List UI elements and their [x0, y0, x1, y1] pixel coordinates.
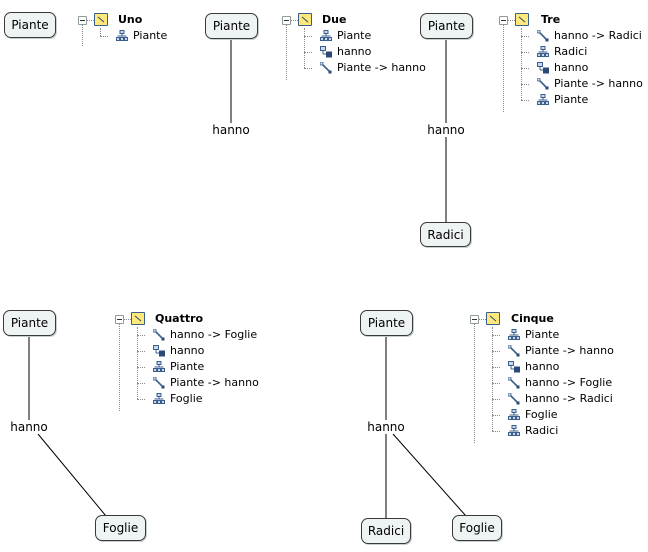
outline-item[interactable]: hanno	[525, 360, 560, 373]
outline-item[interactable]: Piante -> hanno	[337, 61, 426, 74]
outline-title[interactable]: Due	[322, 13, 347, 26]
concept-icon	[320, 30, 332, 41]
concept-icon	[116, 30, 128, 41]
outline-title[interactable]: Cinque	[511, 312, 554, 325]
concept-map-icon	[94, 13, 108, 26]
concept-node-radici[interactable]: Radici	[361, 518, 411, 544]
concept-map-icon	[131, 312, 145, 325]
outline-item[interactable]: hanno	[170, 344, 205, 357]
connection-icon	[537, 78, 549, 90]
linking-phrase-hanno[interactable]: hanno	[426, 123, 466, 137]
concept-map-icon	[515, 13, 529, 26]
outline-tree-quattro: Quattro hanno -> Foglie hanno Piante Pia…	[115, 311, 265, 411]
outline-tree-cinque: Cinque Piante Piante -> hanno hanno hann…	[470, 311, 630, 443]
concept-icon	[153, 361, 165, 372]
outline-item[interactable]: hanno -> Radici	[554, 29, 642, 42]
concept-node-piante[interactable]: Piante	[4, 12, 56, 38]
collapse-toggle-icon[interactable]	[282, 16, 291, 25]
outline-title[interactable]: Quattro	[155, 312, 204, 325]
concept-node-piante[interactable]: Piante	[3, 310, 56, 336]
linking-phrase-icon	[537, 62, 549, 74]
outline-item[interactable]: hanno	[554, 61, 589, 74]
concept-map-icon	[298, 13, 312, 26]
linking-phrase-hanno[interactable]: hanno	[366, 420, 406, 434]
outline-item[interactable]: Foglie	[525, 408, 558, 421]
concept-node-piante[interactable]: Piante	[360, 310, 413, 336]
outline-item[interactable]: hanno -> Foglie	[170, 328, 258, 341]
concept-icon	[537, 94, 549, 105]
concept-map-icon	[486, 312, 500, 325]
linking-phrase-icon	[320, 46, 332, 58]
collapse-toggle-icon[interactable]	[78, 16, 87, 25]
collapse-toggle-icon[interactable]	[115, 315, 124, 324]
concept-icon	[508, 425, 520, 436]
line-cinque-hanno-foglie	[392, 433, 467, 517]
outline-item[interactable]: Piante	[525, 328, 560, 341]
outline-item[interactable]: Foglie	[170, 392, 203, 405]
concept-icon	[153, 393, 165, 404]
outline-item[interactable]: Piante -> hanno	[170, 376, 259, 389]
connection-icon	[508, 377, 520, 389]
outline-item[interactable]: Piante	[170, 360, 205, 373]
concept-node-radici[interactable]: Radici	[420, 222, 471, 247]
linking-phrase-icon	[153, 345, 165, 357]
outline-item[interactable]: hanno -> Foglie	[525, 376, 613, 389]
concept-node-foglie[interactable]: Foglie	[452, 515, 502, 541]
outline-tree-due: Due Piante hanno Piante -> hanno	[282, 12, 432, 80]
line-quattro-hanno-foglie	[37, 433, 107, 517]
outline-item[interactable]: hanno -> Radici	[525, 392, 613, 405]
linking-phrase-hanno[interactable]: hanno	[211, 123, 251, 137]
outline-item[interactable]: Radici	[554, 45, 588, 58]
connection-icon	[508, 345, 520, 357]
concept-node-foglie[interactable]: Foglie	[95, 515, 146, 541]
outline-tree-tre: Tre hanno -> Radici Radici hanno Piante …	[499, 12, 644, 112]
outline-item[interactable]: Piante	[133, 29, 168, 42]
outline-item[interactable]: hanno	[337, 45, 372, 58]
outline-title[interactable]: Tre	[541, 13, 561, 26]
linking-phrase-icon	[508, 361, 520, 373]
concept-icon	[537, 46, 549, 57]
concept-icon	[508, 329, 520, 340]
concept-node-piante[interactable]: Piante	[205, 13, 258, 39]
connection-icon	[508, 393, 520, 405]
linking-phrase-hanno[interactable]: hanno	[9, 420, 49, 434]
outline-item[interactable]: Piante -> hanno	[554, 77, 643, 90]
connection-icon	[537, 30, 549, 42]
concept-node-piante[interactable]: Piante	[420, 13, 473, 39]
outline-tree-uno: Uno Piante	[78, 12, 198, 48]
outline-item[interactable]: Radici	[525, 424, 559, 437]
outline-item[interactable]: Piante	[337, 29, 372, 42]
connection-icon	[153, 377, 165, 389]
outline-item[interactable]: Piante	[554, 93, 589, 106]
outline-title[interactable]: Uno	[118, 13, 143, 26]
outline-item[interactable]: Piante -> hanno	[525, 344, 614, 357]
collapse-toggle-icon[interactable]	[470, 315, 479, 324]
connection-icon	[153, 329, 165, 341]
connection-icon	[320, 62, 332, 74]
collapse-toggle-icon[interactable]	[499, 16, 508, 25]
concept-icon	[508, 409, 520, 420]
